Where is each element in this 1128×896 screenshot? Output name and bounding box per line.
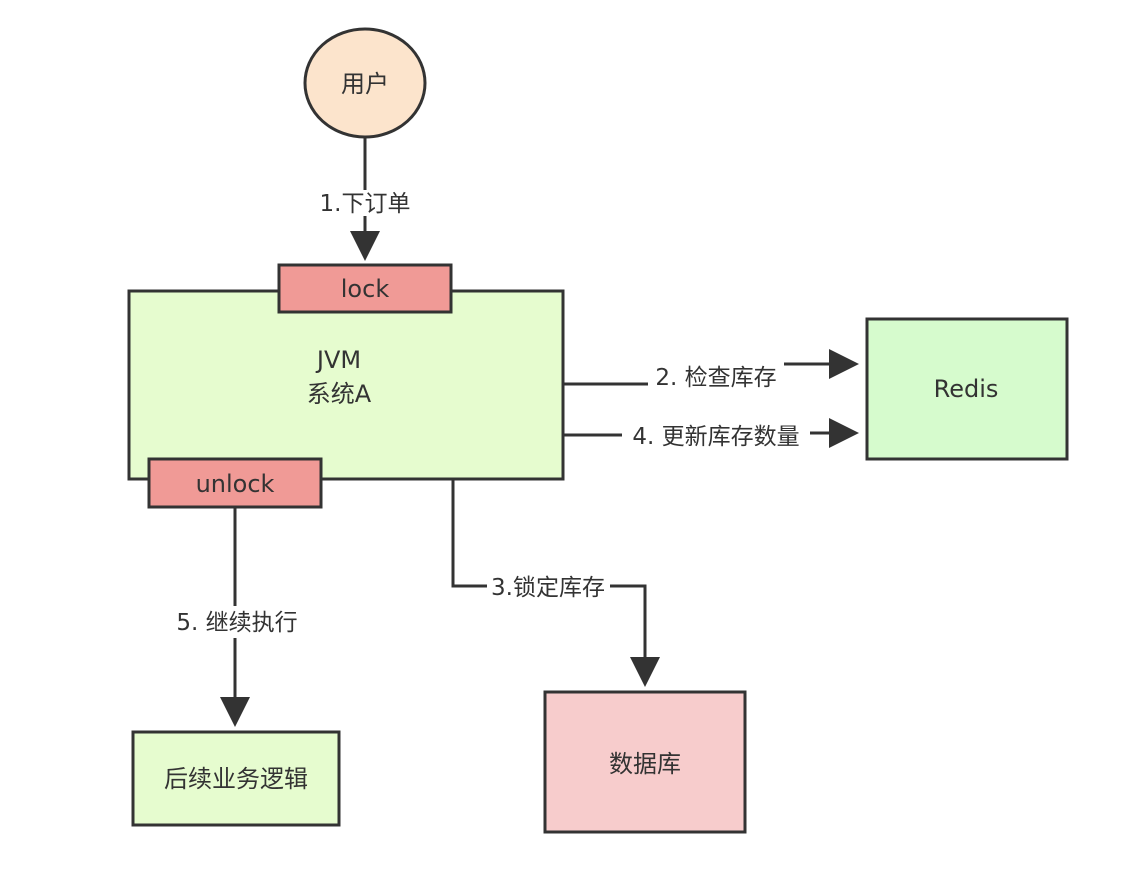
node-database: 数据库: [543, 690, 747, 834]
node-unlock: unlock: [147, 457, 323, 509]
database-label: 数据库: [609, 750, 681, 778]
user-circle: [303, 27, 427, 139]
edge-label-lock-stock: 3.锁定库存: [491, 575, 605, 601]
edge-label-check-stock: 2. 检查库存: [655, 365, 776, 391]
edge-label-continue-exec: 5. 继续执行: [176, 610, 297, 636]
jvm-box: [127, 289, 565, 481]
lock-label: lock: [341, 275, 390, 303]
user-label: 用户: [341, 70, 389, 98]
node-redis: Redis: [865, 317, 1069, 461]
node-user: 用户: [303, 27, 427, 139]
followup-label: 后续业务逻辑: [164, 765, 308, 793]
edge-continue-exec: 5. 继续执行: [176, 508, 298, 727]
edge-check-stock: 2. 检查库存: [564, 349, 859, 391]
jvm-label-line1: JVM: [315, 346, 361, 374]
followup-box: [131, 730, 341, 827]
edge-label-place-order: 1.下订单: [320, 191, 411, 217]
node-lock: lock: [277, 263, 453, 314]
edge-label-update-stock: 4. 更新库存数量: [632, 424, 799, 450]
unlock-box: [147, 457, 323, 509]
database-box: [543, 690, 747, 834]
node-jvm-system-a: JVM 系统A: [127, 289, 565, 481]
edge-lock-stock: 3.锁定库存: [451, 480, 660, 687]
lock-box: [277, 263, 453, 314]
jvm-label-line2: 系统A: [307, 380, 372, 408]
unlock-label: unlock: [196, 470, 275, 498]
redis-box: [865, 317, 1069, 461]
redis-label: Redis: [934, 375, 999, 403]
node-followup: 后续业务逻辑: [131, 730, 341, 827]
edge-place-order: 1.下订单: [320, 137, 411, 261]
edge-update-stock: 4. 更新库存数量: [564, 418, 859, 450]
